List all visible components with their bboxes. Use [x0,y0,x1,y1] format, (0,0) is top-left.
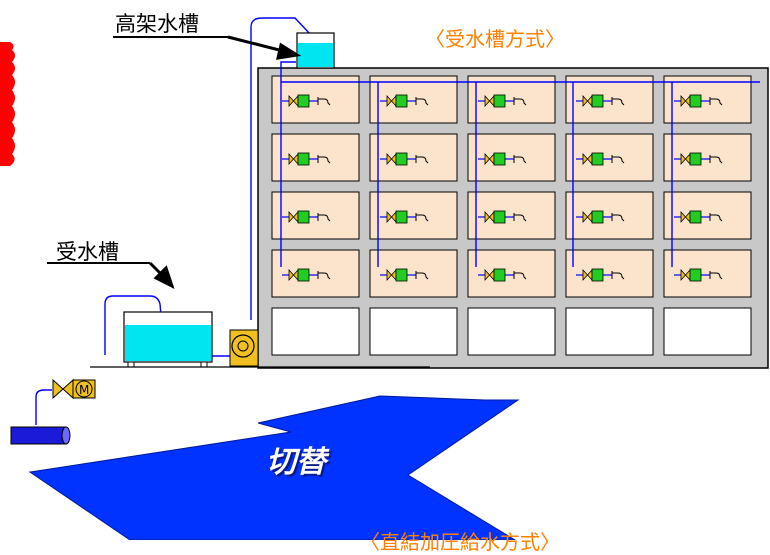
apartment-unit [565,133,654,182]
red-shape [0,42,15,166]
elevated-tank-label: 高架水槽 [115,12,199,36]
unit-fixtures-icon [674,268,723,282]
unit-fixtures-icon [478,210,527,224]
tank-inlet-pipe [104,295,162,355]
empty-floor-unit [271,307,360,356]
unit-fixtures-icon [674,152,723,166]
label-arrows [148,35,302,289]
apartment-unit [271,133,360,182]
apartment-unit [271,75,360,124]
water-main [10,426,71,445]
unit-fixtures-icon [282,268,331,282]
pipes [35,17,760,425]
title-receiving-tank-method: 〈受水槽方式〉 [425,27,565,51]
unit-fixtures-icon [282,210,331,224]
title-direct-pressurized-method: 〈直結加圧給水方式〉 [360,530,560,554]
apartment-unit [467,75,556,124]
apartment-unit [467,249,556,298]
apartment-unit [663,249,752,298]
apartment-unit [369,191,458,240]
unit-fixtures-icon [380,94,429,108]
unit-fixtures-icon [576,94,625,108]
apartment-unit [663,75,752,124]
unit-fixtures-icon [576,210,625,224]
unit-fixtures-icon [478,268,527,282]
apartment-unit [565,249,654,298]
apartment-unit [565,191,654,240]
unit-fixtures-icon [380,210,429,224]
empty-floor-unit [467,307,556,356]
empty-floor-unit [369,307,458,356]
unit-fixtures-icon [674,210,723,224]
apartment-unit [565,75,654,124]
apartment-unit [467,191,556,240]
supply-pipe [35,389,52,425]
receiving-tank-label: 受水槽 [56,240,119,264]
distribution-pipes [281,81,760,267]
empty-floor-unit [565,307,654,356]
apartment-unit [467,133,556,182]
unit-fixtures-icon [576,152,625,166]
svg-text:M: M [79,383,89,397]
apartment-unit [369,249,458,298]
apartment-unit [663,191,752,240]
apartment-unit [369,75,458,124]
valve-meter-icon: M [52,378,96,400]
unit-fixtures-icon [282,94,331,108]
unit-fixtures-icon [380,268,429,282]
elevated-tank [296,32,335,69]
apartment-unit [369,133,458,182]
pump-icon [229,329,259,367]
unit-fixtures-icon [576,268,625,282]
diagram-canvas: M [0,17,769,540]
switch-arrow [28,395,520,540]
empty-floor-unit [663,307,752,356]
unit-fixtures-icon [674,94,723,108]
unit-fixtures-icon [478,152,527,166]
down-pipe [280,61,296,267]
apartment-unit [663,133,752,182]
apartment-unit [271,191,360,240]
receiving-tank [123,311,213,368]
riser-pipe [250,17,311,320]
apartment-unit [271,249,360,298]
switch-label: 切替 [266,445,326,480]
unit-fixtures-icon [380,152,429,166]
unit-fixtures-icon [282,152,331,166]
building [257,67,769,369]
unit-fixtures-icon [478,94,527,108]
